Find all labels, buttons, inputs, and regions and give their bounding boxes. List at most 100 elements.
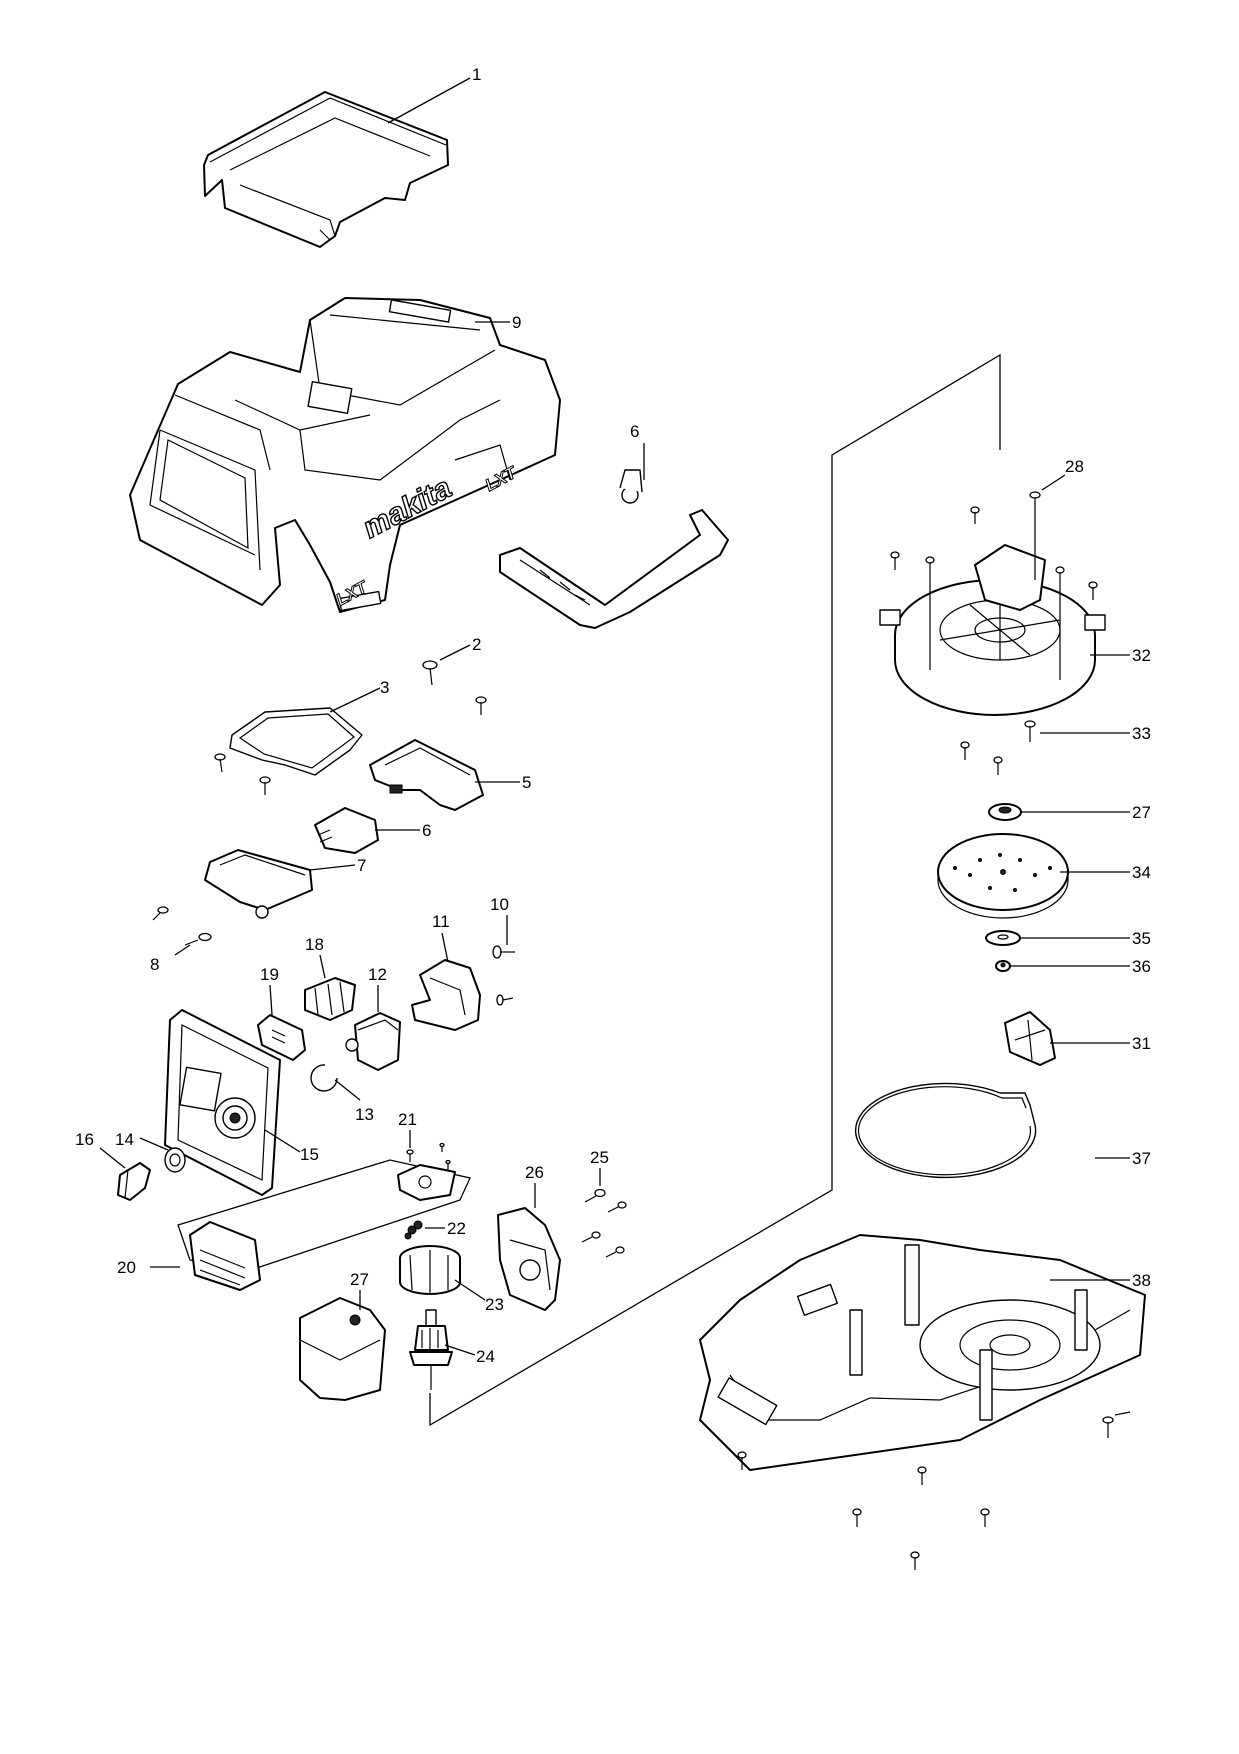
callout-27: 27 <box>350 1270 369 1310</box>
callout-18: 18 <box>305 935 326 979</box>
part-27-gear-housing <box>299 1297 386 1401</box>
part-30-cover-plate <box>1004 1011 1056 1066</box>
part-25-screw <box>584 1188 606 1203</box>
part-14-clip <box>310 1064 338 1092</box>
svg-text:13: 13 <box>355 1105 374 1124</box>
loose-screw <box>259 776 271 795</box>
part-8-screw <box>184 932 212 946</box>
part-9-main-housing: makita LXT LXT <box>129 297 561 613</box>
callout-20: 20 <box>117 1258 180 1277</box>
part-26-motor-bracket <box>497 1207 561 1311</box>
part-23-field <box>399 1245 461 1295</box>
part-32-screw <box>1024 720 1036 742</box>
loose-screw <box>605 1246 625 1258</box>
svg-text:16: 16 <box>75 1130 94 1149</box>
part-5-terminal-holder <box>369 739 484 811</box>
svg-text:35: 35 <box>1132 929 1151 948</box>
part-35-nut <box>995 960 1011 972</box>
svg-text:8: 8 <box>150 955 159 974</box>
callout-8: 8 <box>150 944 191 974</box>
loose-screw <box>980 1508 990 1527</box>
callout-26: 26 <box>525 1163 544 1208</box>
svg-text:1: 1 <box>472 65 481 84</box>
svg-text:21: 21 <box>398 1110 417 1129</box>
callout-6: 6 <box>375 821 431 840</box>
part-22-screws <box>404 1220 423 1240</box>
svg-text:23: 23 <box>485 1295 504 1314</box>
callout-13: 12 <box>368 965 387 1012</box>
svg-text:14: 14 <box>115 1130 134 1149</box>
callout-11: 10 <box>490 895 509 945</box>
svg-text:19: 19 <box>260 965 279 984</box>
part-13-switch <box>345 1012 401 1071</box>
callout-36: 37 <box>1095 1149 1151 1168</box>
svg-text:38: 38 <box>1132 1271 1151 1290</box>
callout-3: 3 <box>329 678 389 713</box>
svg-text:18: 18 <box>305 935 324 954</box>
loose-screw <box>910 1551 920 1570</box>
loose-screw <box>581 1231 601 1243</box>
svg-text:2: 2 <box>472 635 481 654</box>
loose-screw <box>993 756 1003 775</box>
callout-31: 32 <box>1090 646 1151 665</box>
loose-screw <box>607 1201 627 1213</box>
loose-screw <box>917 1466 927 1485</box>
svg-text:6: 6 <box>422 821 431 840</box>
callout-37: 38 <box>1050 1271 1151 1290</box>
assembly-frame-line <box>429 353 1001 1427</box>
callout-9: 9 <box>475 313 521 332</box>
callout-21: 21 <box>398 1110 417 1148</box>
svg-text:28: 28 <box>1065 457 1084 476</box>
svg-text:15: 15 <box>300 1145 319 1164</box>
part-17-knob <box>117 1162 151 1201</box>
callout-1: 1 <box>387 65 481 124</box>
part-3-gasket <box>229 707 363 776</box>
part-19-switch-button <box>257 1014 306 1061</box>
loose-screw <box>1055 566 1065 680</box>
svg-text:27: 27 <box>1132 803 1151 822</box>
svg-text:37: 37 <box>1132 1149 1151 1168</box>
loose-screw <box>925 556 935 670</box>
svg-text:22: 22 <box>447 1219 466 1238</box>
part-36-seal-ring <box>854 1082 1037 1179</box>
svg-text:11: 11 <box>432 912 450 931</box>
svg-text:26: 26 <box>525 1163 544 1182</box>
part-24-armature <box>409 1309 453 1390</box>
part-10-handle <box>499 469 729 629</box>
callout-30: 31 <box>1050 1034 1151 1053</box>
svg-text:31: 31 <box>1132 1034 1151 1053</box>
part-28-washer <box>988 803 1022 821</box>
svg-text:7: 7 <box>357 856 366 875</box>
part-21-screw <box>406 1142 451 1170</box>
callout-32: 33 <box>1040 724 1151 743</box>
part-6-terminal <box>314 807 379 854</box>
svg-text:10: 10 <box>490 895 509 914</box>
loose-screw <box>152 906 169 921</box>
part-33-fan <box>937 833 1069 919</box>
svg-text:33: 33 <box>1132 724 1151 743</box>
callout-5: 5 <box>475 773 531 792</box>
svg-text:9: 9 <box>512 313 521 332</box>
svg-text:25: 25 <box>590 1148 609 1167</box>
callout-19: 19 <box>260 965 279 1016</box>
part-12-switch-cover <box>411 959 481 1031</box>
loose-screw <box>852 1508 862 1527</box>
part-18-terminal-block <box>304 977 356 1021</box>
callout-15: 14 <box>115 1130 169 1151</box>
part-31-fan-housing <box>879 544 1106 716</box>
part-29-screw <box>1029 491 1041 580</box>
loose-screw <box>737 1451 747 1470</box>
svg-text:3: 3 <box>380 678 389 697</box>
loose-screw <box>475 696 487 715</box>
callout-28: 27 <box>1020 803 1151 822</box>
svg-text:34: 34 <box>1132 863 1151 882</box>
callout-2: 2 <box>439 635 481 661</box>
svg-text:20: 20 <box>117 1258 136 1277</box>
callout-17: 16 <box>75 1130 126 1169</box>
callout-38 <box>1114 1411 1131 1416</box>
loose-screw <box>1088 581 1098 600</box>
loose-screw <box>890 551 900 570</box>
loose-screw <box>960 741 970 760</box>
callout-7: 7 <box>309 856 366 875</box>
